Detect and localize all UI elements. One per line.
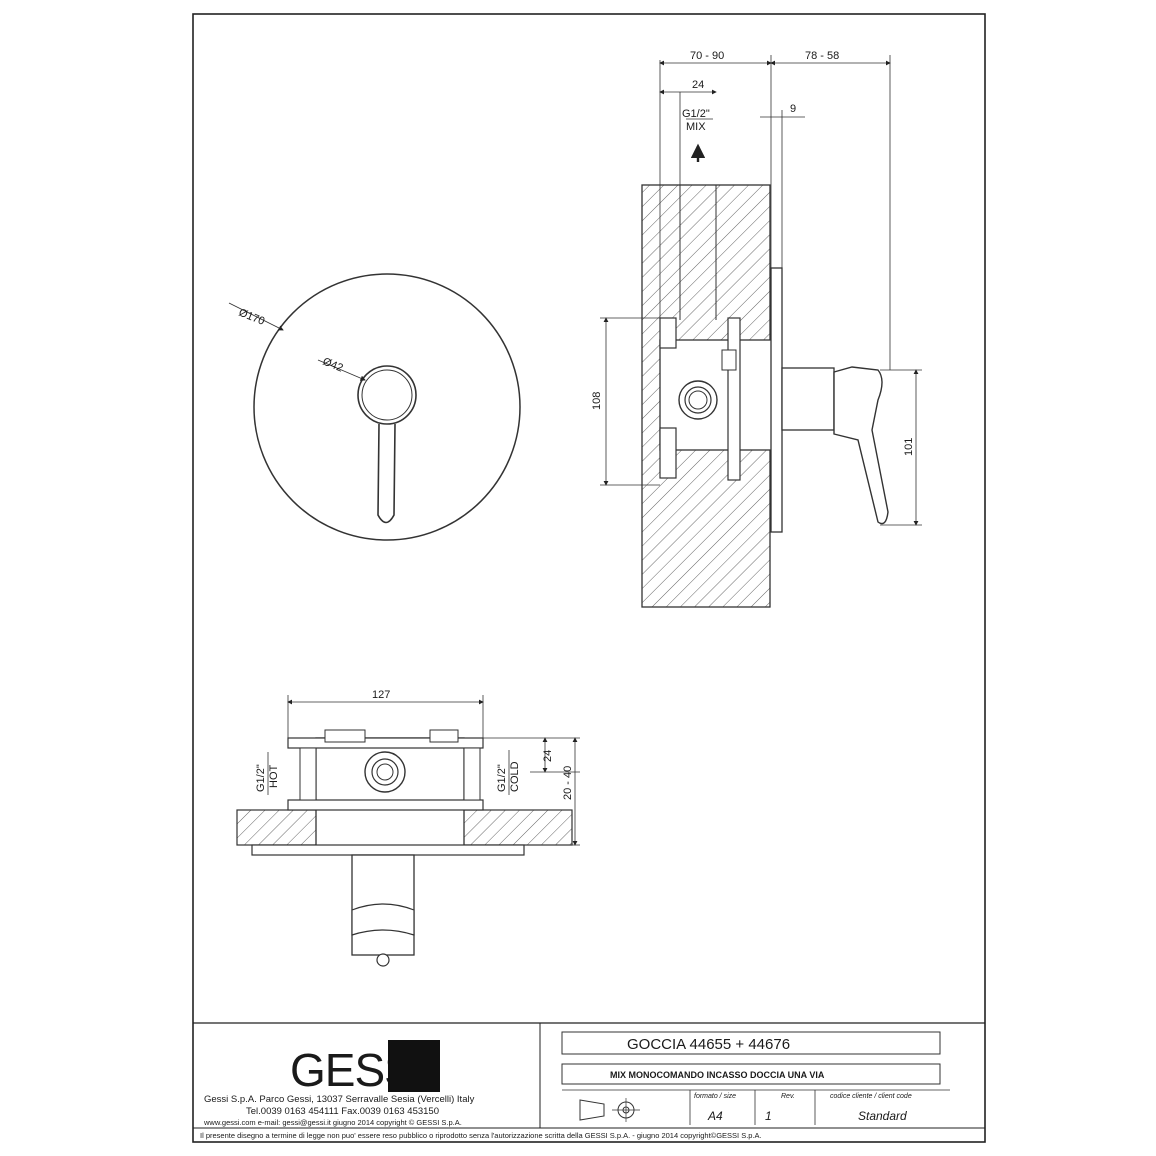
dim-78-58: 78 - 58 [805,50,839,62]
side-lever [833,366,889,525]
dim-20-40: 20 - 40 [562,766,574,800]
hot-label: HOT [268,765,280,789]
projection-symbol-icon [579,1098,640,1122]
product-title: GOCCIA 44655 + 44676 [627,1036,790,1053]
lever-hub [357,365,417,425]
disclaimer: Il presente disegno a termine di legge n… [200,1131,762,1140]
cold-label: COLD [509,761,521,792]
bottom-dim-24: 24 [542,750,554,762]
side-view: G1/2" MIX 70 - 90 78 - 58 24 9 108 101 [591,50,922,608]
dim-24: 24 [692,79,704,91]
front-view: Ø170 Ø42 [228,273,521,541]
dim-108: 108 [591,392,603,410]
lever-handle [377,423,396,524]
company-line: Gessi S.p.A. Parco Gessi, 13037 Serraval… [204,1094,475,1105]
phone-line: Tel.0039 0163 454111 Fax.0039 0163 45315… [246,1106,439,1117]
client-code-value: Standard [858,1109,907,1123]
bottom-view: 127 G1/2" HOT G1/2" COLD 24 20 - 40 [236,689,580,967]
cold-thread-label: G1/2" [496,764,508,792]
dim-127: 127 [372,689,390,701]
rosette-outline [253,273,521,541]
title-block: GESSI Gessi S.p.A. Parco Gessi, 13037 Se… [193,1022,985,1140]
sheet-frame [192,13,986,1143]
hot-thread-label: G1/2" [255,764,267,792]
rosette-plate [770,267,783,533]
dim-70-90: 70 - 90 [690,50,724,62]
dim-9: 9 [790,103,796,115]
format-label: formato / size [694,1093,736,1100]
web-line: www.gessi.com e-mail: gessi@gessi.it giu… [203,1118,462,1127]
inner-diameter-label: Ø42 [321,356,345,375]
bottom-cartridge [364,751,406,793]
rev-label: Rev. [781,1093,795,1100]
gessi-logo: GESSI [290,1040,440,1096]
client-code-label: codice cliente / client code [830,1093,912,1100]
format-value: A4 [707,1109,723,1123]
product-description: MIX MONOCOMANDO INCASSO DOCCIA UNA VIA [610,1070,825,1080]
rev-value: 1 [765,1109,772,1123]
dim-101: 101 [903,438,915,456]
mix-thread-label: G1/2" [682,108,710,120]
outer-diameter-label: Ø170 [237,307,266,328]
mix-label: MIX [686,121,706,133]
